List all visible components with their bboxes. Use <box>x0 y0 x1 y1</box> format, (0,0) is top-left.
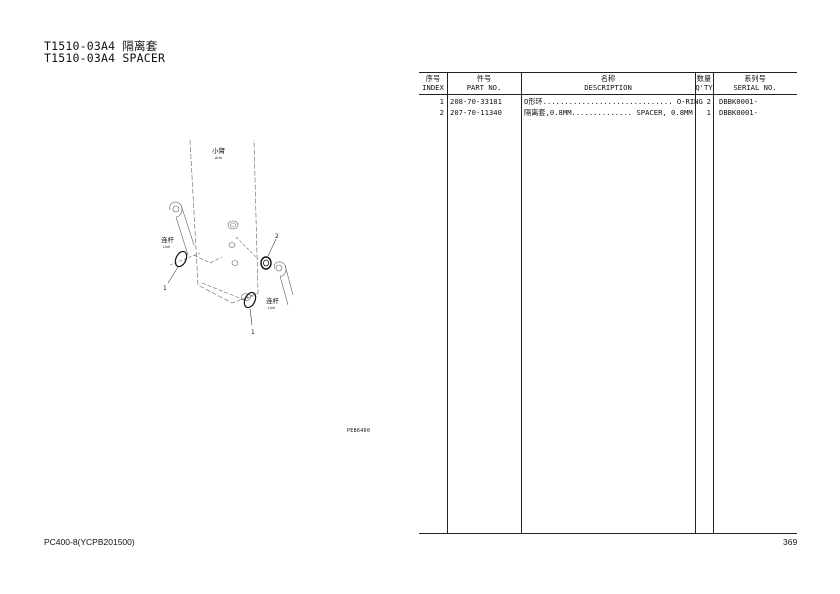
row-qty: 1 <box>706 108 711 117</box>
exploded-parts-diagram: 小臂 Arm 连杆 Link 连杆 Link 2 1 1 <box>161 139 294 336</box>
header-desc-cn: 名称 <box>600 74 616 83</box>
label-arm-cn: 小臂 <box>212 146 226 155</box>
row-part-no: 207-70-11340 <box>450 108 502 117</box>
header-serial-en: SERIAL NO. <box>733 83 777 92</box>
header-part-en: PART NO. <box>466 83 502 92</box>
row-qty: 2 <box>706 97 711 106</box>
row-description: O形环.............................. O-RING <box>524 97 703 106</box>
bottom-rule <box>419 533 797 534</box>
row-part-no: 208-70-33181 <box>450 97 502 106</box>
row-serial: DBBK0001- <box>719 108 758 117</box>
label-link-cn: 连杆 <box>161 235 175 244</box>
row-description: 隔离套,0.8MM.............. SPACER, 0.8MM <box>524 108 693 117</box>
header-index-en: INDEX <box>422 83 444 92</box>
row-serial: DBBK0001- <box>719 97 758 106</box>
header-qty-en: Q'TY <box>695 83 713 92</box>
label-link2-cn: 连杆 <box>266 296 280 305</box>
spacer-part <box>260 256 272 270</box>
callout-1-left: 1 <box>163 285 167 292</box>
page-title-cn: T1510-03A4 隔离套 <box>44 39 158 53</box>
callout-1-bottom: 1 <box>251 329 255 336</box>
page-title-en: T1510-03A4 SPACER <box>44 51 166 65</box>
label-link-en: Link <box>163 245 171 249</box>
header-serial-cn: 系列号 <box>744 74 766 83</box>
header-index-cn: 序号 <box>425 74 441 83</box>
row-index: 2 <box>439 108 444 117</box>
label-link2-en: Link <box>268 306 276 310</box>
header-qty-cn: 数量 <box>696 74 712 83</box>
row-index: 1 <box>439 97 444 106</box>
header-desc-en: DESCRIPTION <box>584 83 632 92</box>
o-ring-lower <box>243 291 257 309</box>
page-number: 369 <box>783 537 798 547</box>
label-arm-en: Arm <box>215 156 223 160</box>
model-number: PC400-8(YCPB201500) <box>44 537 135 547</box>
parts-table: 序号 INDEX 件号 PART NO. 名称 DESCRIPTION 数量 Q… <box>419 72 797 534</box>
o-ring-upper <box>174 250 188 268</box>
illustration-code: PEB6400 <box>347 428 371 434</box>
header-part-cn: 件号 <box>476 74 492 83</box>
callout-2: 2 <box>275 233 279 240</box>
